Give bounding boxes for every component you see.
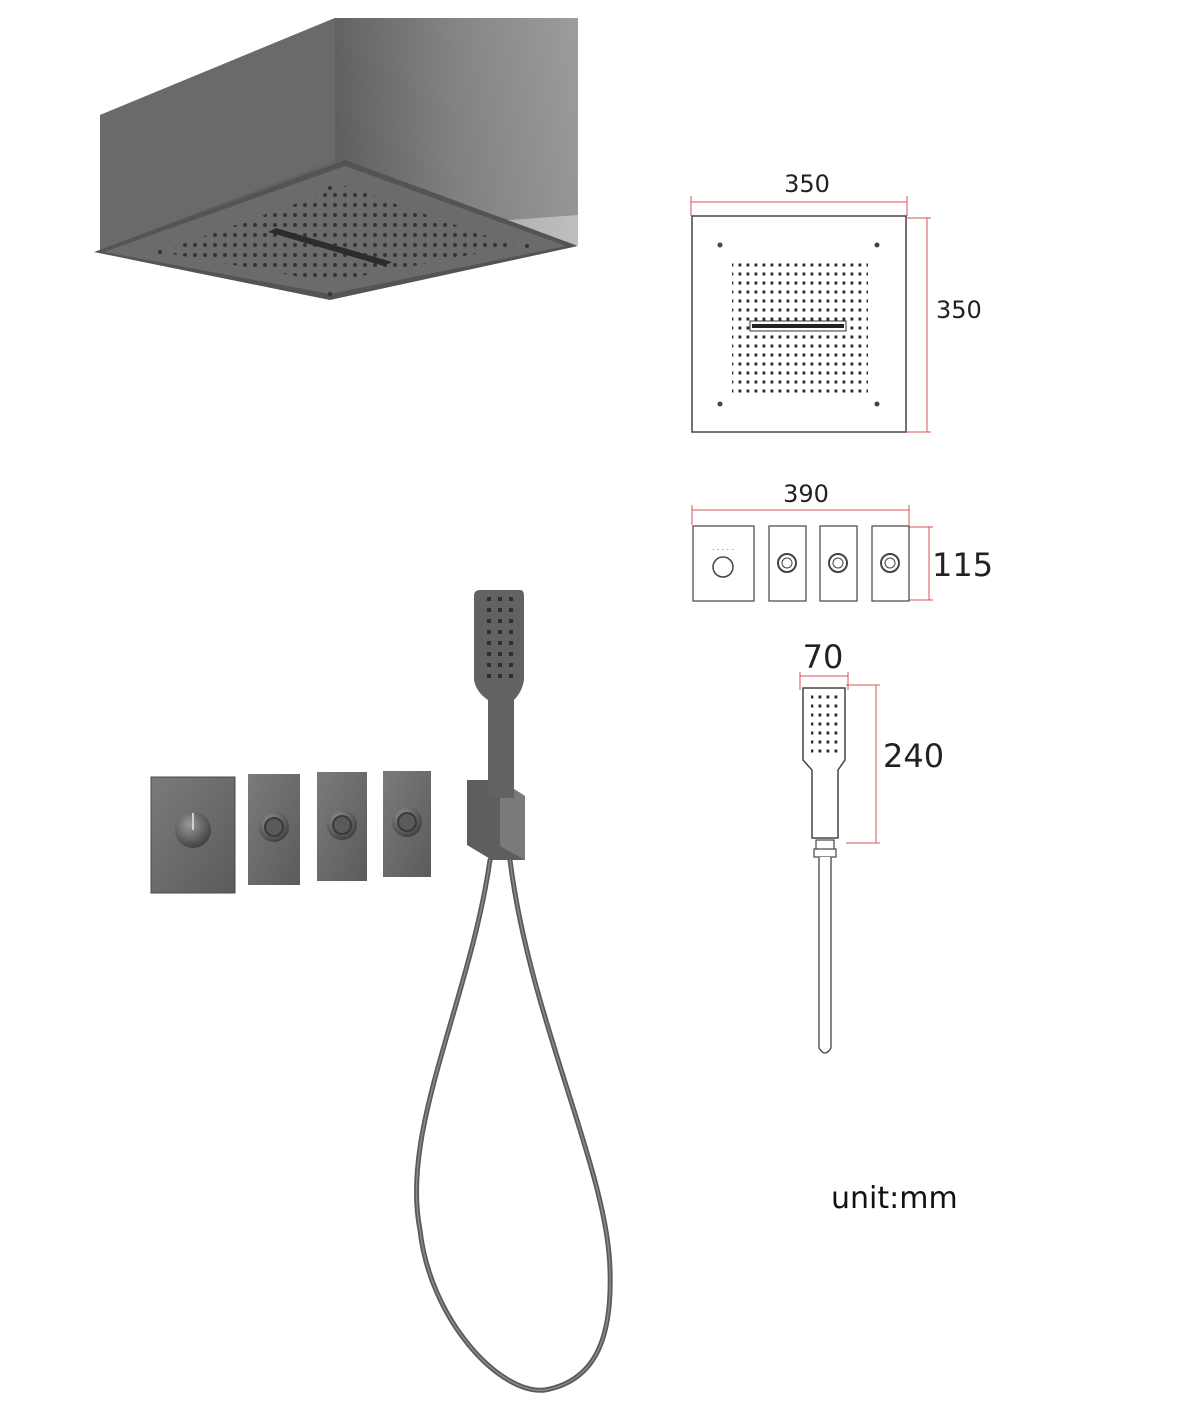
control-panel-height-label: 115 [932, 546, 993, 584]
hand-shower-height-label: 240 [883, 737, 944, 775]
hand-shower-width-label: 70 [803, 638, 844, 676]
svg-text:· · · · ·: · · · · · [712, 545, 734, 554]
hand-shower-nozzles [811, 692, 839, 756]
unit-label: unit:mm [831, 1181, 958, 1216]
nozzle-grid [160, 186, 515, 282]
width-dimension-line [691, 505, 910, 525]
width-dimension-line [799, 672, 849, 690]
height-dimension-line [906, 217, 931, 433]
hose [818, 857, 832, 1054]
rain-shower-illustration [94, 18, 578, 300]
diverter-plate-2 [819, 525, 858, 602]
rain-panel-height-label: 350 [936, 296, 982, 324]
waterfall-slot [268, 228, 392, 266]
rain-panel-width-label: 350 [784, 170, 830, 198]
hand-shower-drawing: 70 240 [799, 638, 944, 1054]
control-set-illustration [150, 590, 613, 1393]
control-panel-width-label: 390 [783, 480, 829, 508]
rain-panel-drawing: 350 350 [690, 170, 982, 433]
height-dimension-line [907, 526, 933, 601]
control-panel-drawing: · · · · · 390 115 [691, 480, 993, 602]
height-dimension-line [846, 684, 880, 844]
thermostat-knob-icon [712, 556, 734, 578]
width-dimension-line [690, 196, 908, 216]
